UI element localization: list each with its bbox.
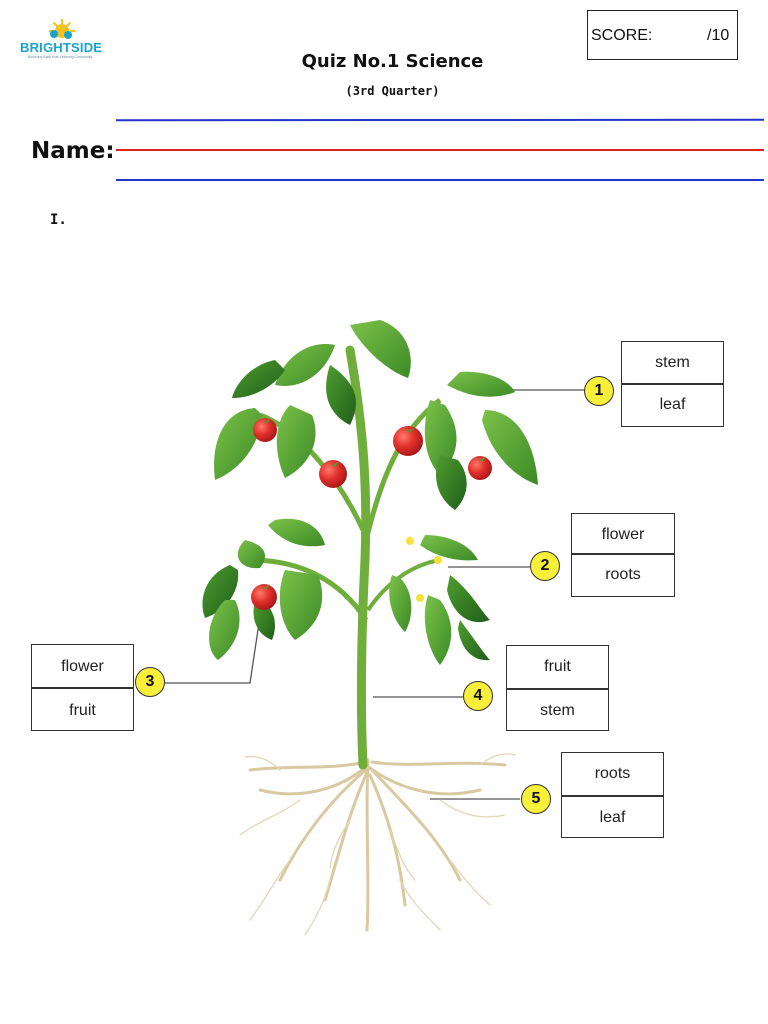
name-line-middle[interactable] <box>116 149 764 151</box>
callout-1: 1 <box>584 376 614 406</box>
answer-option-3b[interactable]: fruit <box>69 702 96 719</box>
answer-option-5a[interactable]: roots <box>594 765 631 782</box>
quiz-subtitle: (3rd Quarter) <box>345 84 440 98</box>
name-label: Name: <box>31 138 115 164</box>
answer-box-3: flower fruit <box>31 644 134 731</box>
quiz-title: Quiz No.1 Science <box>301 51 484 72</box>
answer-option-4a[interactable]: fruit <box>544 658 571 675</box>
answer-box-5: roots leaf <box>561 752 664 838</box>
callout-2: 2 <box>530 551 560 581</box>
score-label: SCORE: <box>591 27 653 44</box>
answer-box-2: flower roots <box>571 513 675 597</box>
answer-divider <box>507 688 608 690</box>
section-label: I. <box>50 212 67 228</box>
answer-divider <box>572 553 674 555</box>
answer-option-4b[interactable]: stem <box>540 702 575 719</box>
answer-option-2a[interactable]: flower <box>601 526 645 543</box>
logo-text: BRIGHTSIDE <box>20 40 103 55</box>
answer-box-4: fruit stem <box>506 645 609 731</box>
answer-option-3a[interactable]: flower <box>61 658 104 675</box>
score-box <box>587 10 738 60</box>
answer-option-1b[interactable]: leaf <box>659 396 686 413</box>
answer-divider <box>32 687 133 689</box>
name-line-bottom <box>116 179 764 181</box>
answer-box-1: stem leaf <box>621 341 724 427</box>
answer-option-1a[interactable]: stem <box>655 354 690 371</box>
callout-4: 4 <box>463 681 493 711</box>
score-total: /10 <box>707 27 730 44</box>
brightside-logo-icon <box>49 19 75 39</box>
answer-divider <box>562 795 663 797</box>
callout-5: 5 <box>521 784 551 814</box>
callout-3: 3 <box>135 667 165 697</box>
answer-divider <box>622 383 723 385</box>
answer-option-2b[interactable]: roots <box>605 566 641 583</box>
answer-option-5b[interactable]: leaf <box>599 809 626 826</box>
logo-tagline: Bouncing Back Kids Learning Community <box>27 55 93 59</box>
